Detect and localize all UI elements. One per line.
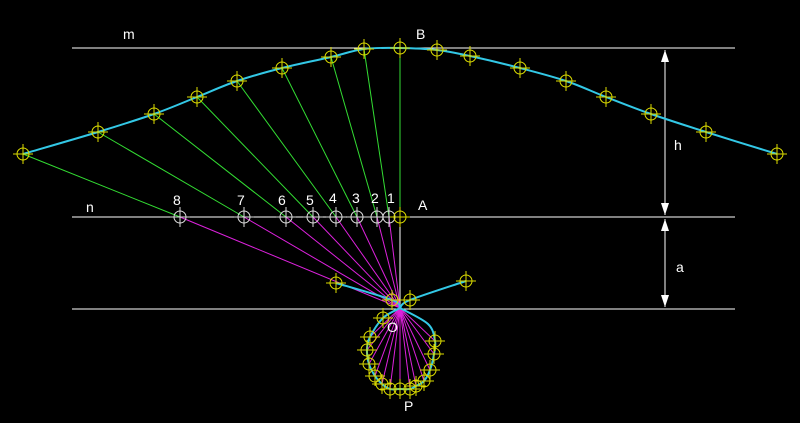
label-O: O xyxy=(387,319,398,335)
label-A: A xyxy=(418,197,428,213)
ray-upper xyxy=(22,153,181,218)
ray-loop xyxy=(368,307,401,365)
label-P: P xyxy=(404,398,413,414)
curve-marker xyxy=(390,38,410,58)
label-m: m xyxy=(123,26,135,42)
curve-marker xyxy=(556,71,576,91)
point-number-6: 6 xyxy=(278,192,286,208)
curve-marker xyxy=(88,122,108,142)
baselines xyxy=(72,47,735,393)
ray-lower xyxy=(335,216,401,309)
n-point-marker xyxy=(347,207,367,227)
point-number-5: 5 xyxy=(306,192,314,208)
ray-lower xyxy=(285,216,401,309)
n-point-marker xyxy=(170,207,190,227)
curve-marker xyxy=(365,366,385,386)
curve-markers xyxy=(13,38,787,399)
ray-upper xyxy=(153,113,287,218)
curve-marker xyxy=(641,104,661,124)
ray-upper xyxy=(236,80,337,218)
labels: m n B A O P h a 8 7 6 5 4 3 2 1 xyxy=(86,26,684,414)
ray-loop xyxy=(399,307,431,371)
n-point-marker xyxy=(390,207,410,227)
ray-upper xyxy=(330,56,378,218)
curve-marker xyxy=(400,290,420,310)
curve-marker xyxy=(360,327,380,347)
ray-loop xyxy=(369,307,401,338)
rays-upper xyxy=(22,48,401,218)
point-markers-n xyxy=(170,207,410,227)
rays-lower xyxy=(179,216,436,390)
curve-marker xyxy=(427,40,447,60)
curve-marker xyxy=(456,271,476,291)
ray-upper xyxy=(196,96,314,218)
curve-marker xyxy=(227,71,247,91)
point-number-7: 7 xyxy=(237,192,245,208)
curve-marker xyxy=(357,340,377,360)
ray-loop xyxy=(399,307,435,355)
curve-marker xyxy=(354,39,374,59)
ray-lower xyxy=(356,216,401,309)
ray-loop xyxy=(399,307,425,382)
point-number-1: 1 xyxy=(387,190,395,206)
ray-lower xyxy=(388,216,401,309)
ray-upper xyxy=(281,67,358,218)
curve-marker xyxy=(373,308,393,328)
label-B: B xyxy=(416,26,425,42)
point-number-8: 8 xyxy=(173,192,181,208)
curve-marker xyxy=(321,47,341,67)
n-point-marker xyxy=(276,207,296,227)
curve-marker xyxy=(380,379,400,399)
ray-upper xyxy=(97,131,245,218)
dim-a-arrow-bottom xyxy=(661,295,669,307)
label-a: a xyxy=(676,259,684,275)
curve-marker xyxy=(424,344,444,364)
curve-marker xyxy=(326,273,346,293)
ray-loop xyxy=(381,307,401,385)
curve-marker xyxy=(382,290,402,310)
curve-marker xyxy=(767,144,787,164)
dim-h-arrow-top xyxy=(661,50,669,62)
dim-a-arrow-top xyxy=(661,219,669,231)
label-h: h xyxy=(674,137,682,153)
ray-loop xyxy=(399,307,411,390)
curve-marker xyxy=(696,122,716,142)
point-number-4: 4 xyxy=(329,190,337,206)
curve-marker xyxy=(372,374,392,394)
curve-marker xyxy=(187,87,207,107)
dim-h-arrow-bottom xyxy=(661,203,669,215)
ray-lower xyxy=(312,216,401,309)
n-point-marker xyxy=(303,207,323,227)
curve-marker xyxy=(460,46,480,66)
dimension-arrows xyxy=(661,50,669,307)
curve-marker xyxy=(359,354,379,374)
ray-loop xyxy=(399,307,417,387)
n-point-marker xyxy=(326,207,346,227)
point-number-2: 2 xyxy=(371,190,379,206)
curve-marker xyxy=(414,371,434,391)
ray-lower xyxy=(376,216,401,309)
curve-marker xyxy=(510,58,530,78)
ray-loop xyxy=(374,307,401,377)
ray-loop xyxy=(399,307,436,342)
curve-marker xyxy=(13,144,33,164)
ray-lower xyxy=(179,216,401,309)
curve-marker xyxy=(420,360,440,380)
n-point-marker xyxy=(234,207,254,227)
ray-lower xyxy=(243,216,401,309)
ray-upper xyxy=(363,48,390,218)
curve-marker xyxy=(144,104,164,124)
curve-marker xyxy=(596,87,616,107)
label-n: n xyxy=(86,199,94,215)
ray-loop xyxy=(389,307,401,390)
curve-marker xyxy=(272,58,292,78)
point-number-3: 3 xyxy=(352,190,360,206)
